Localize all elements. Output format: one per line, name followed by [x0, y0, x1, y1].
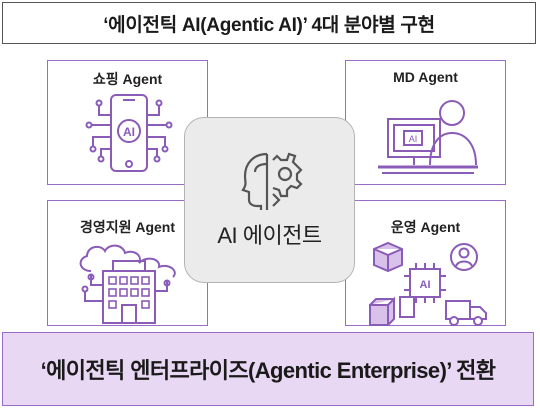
- center-ai-agent: AI 에이전트: [184, 117, 355, 283]
- svg-text:AI: AI: [123, 125, 135, 139]
- card-shopping-label: 쇼핑 Agent: [92, 71, 163, 87]
- bottom-banner: ‘에이전틱 엔터프라이즈(Agentic Enterprise)’ 전환: [2, 332, 534, 406]
- logistics-ai-icon: AI: [369, 241, 487, 326]
- card-operations-label: 운영 Agent: [390, 219, 461, 235]
- svg-text:AI: AI: [409, 134, 418, 144]
- ai-desktop-user-icon: AI: [378, 100, 478, 174]
- center-label: AI 에이전트: [217, 223, 322, 248]
- svg-text:AI: AI: [420, 279, 431, 291]
- card-shopping-agent: 쇼핑 Agent AI: [47, 60, 208, 185]
- cloud-building-icon: [79, 244, 176, 324]
- card-md-agent: MD Agent AI: [345, 60, 506, 185]
- card-operations-agent: 운영 Agent AI: [345, 200, 506, 326]
- card-md-label: MD Agent: [393, 69, 458, 85]
- ai-head-gear-icon: [241, 152, 303, 210]
- diagram-title: ‘에이전틱 AI(Agentic AI)’ 4대 분야별 구현: [2, 2, 536, 44]
- ai-smartphone-icon: AI: [85, 94, 173, 172]
- card-management-agent: 경영지원 Agent: [47, 200, 208, 326]
- card-management-label: 경영지원 Agent: [79, 219, 176, 235]
